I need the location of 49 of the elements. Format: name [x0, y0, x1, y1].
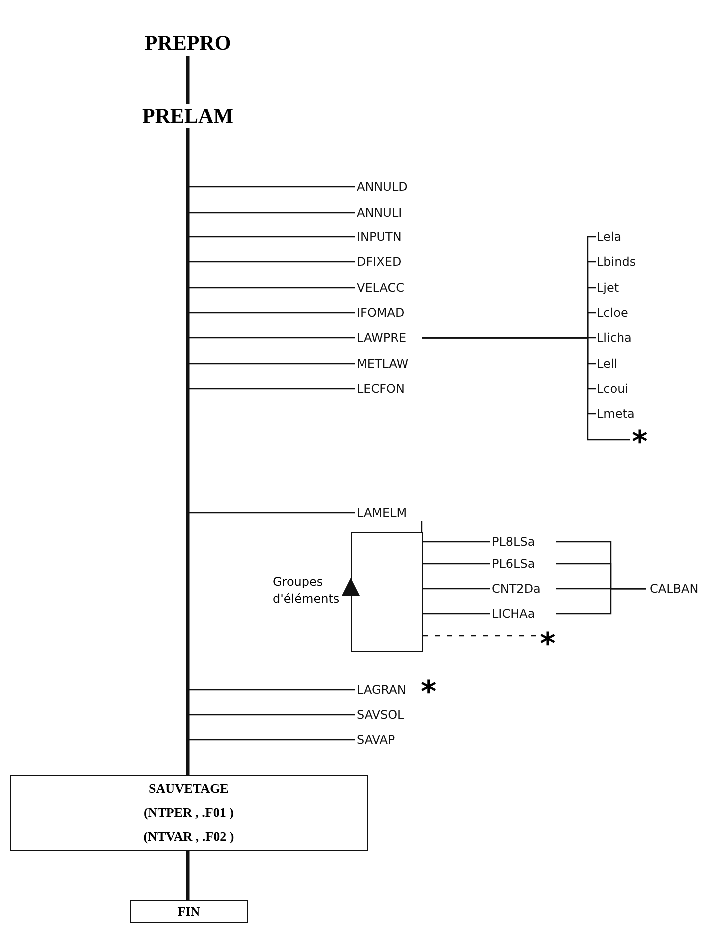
asterisk-mark: * [538, 630, 558, 654]
connector-line [186, 128, 190, 775]
connector-line [556, 588, 646, 615]
routine-name: Lmeta [597, 406, 647, 422]
box-text: FIN [178, 902, 200, 920]
connector-line [423, 635, 536, 637]
routine-name: SAVAP [357, 732, 417, 748]
box-text: SAUVETAGE [149, 780, 229, 798]
routine-name: PL6LSa [492, 556, 550, 572]
connector-line [186, 851, 190, 900]
routine-name: LICHAa [492, 606, 550, 622]
connector-line [423, 563, 490, 565]
routine-name: LECFON [357, 381, 421, 397]
connector-line [186, 56, 190, 104]
connector-line [423, 588, 490, 590]
routine-name: Ljet [597, 280, 647, 296]
routine-name: Lcoui [597, 381, 647, 397]
routine-name: CALBAN [650, 581, 714, 597]
routine-name: Lell [597, 356, 647, 372]
connector-line [422, 337, 630, 441]
routine-name: Llicha [597, 330, 647, 346]
routine-name: DFIXED [357, 254, 421, 270]
process-box [130, 900, 248, 923]
box-text: (NTVAR , .F02 ) [144, 828, 234, 846]
box-text: (NTPER , .F01 ) [144, 804, 234, 822]
routine-name: LAMELM [357, 505, 421, 521]
routine-name: PL8LSa [492, 534, 550, 550]
routine-name: LAWPRE [357, 330, 421, 346]
routine-name: IFOMAD [357, 305, 421, 321]
asterisk-mark: * [630, 428, 650, 452]
process-box [10, 775, 368, 851]
routine-name: LAGRAN [357, 682, 417, 698]
routine-name: Lcloe [597, 305, 647, 321]
routine-name: Lela [597, 229, 647, 245]
routine-name: SAVSOL [357, 707, 417, 723]
connector-line [423, 541, 490, 543]
routine-name: INPUTN [357, 229, 421, 245]
connector-line [423, 613, 490, 615]
routine-name: ANNULD [357, 179, 421, 195]
routine-name: PRELAM [136, 104, 240, 128]
routine-name: CNT2Da [492, 581, 550, 597]
routine-name: VELACC [357, 280, 421, 296]
asterisk-mark: * [421, 678, 437, 708]
group-caption: Groupes d'éléments [273, 574, 341, 608]
routine-name: PREPRO [140, 30, 236, 56]
routine-name: ANNULI [357, 205, 421, 221]
routine-name: Lbinds [597, 254, 647, 270]
connector-line [421, 521, 423, 532]
routine-name: METLAW [357, 356, 421, 372]
